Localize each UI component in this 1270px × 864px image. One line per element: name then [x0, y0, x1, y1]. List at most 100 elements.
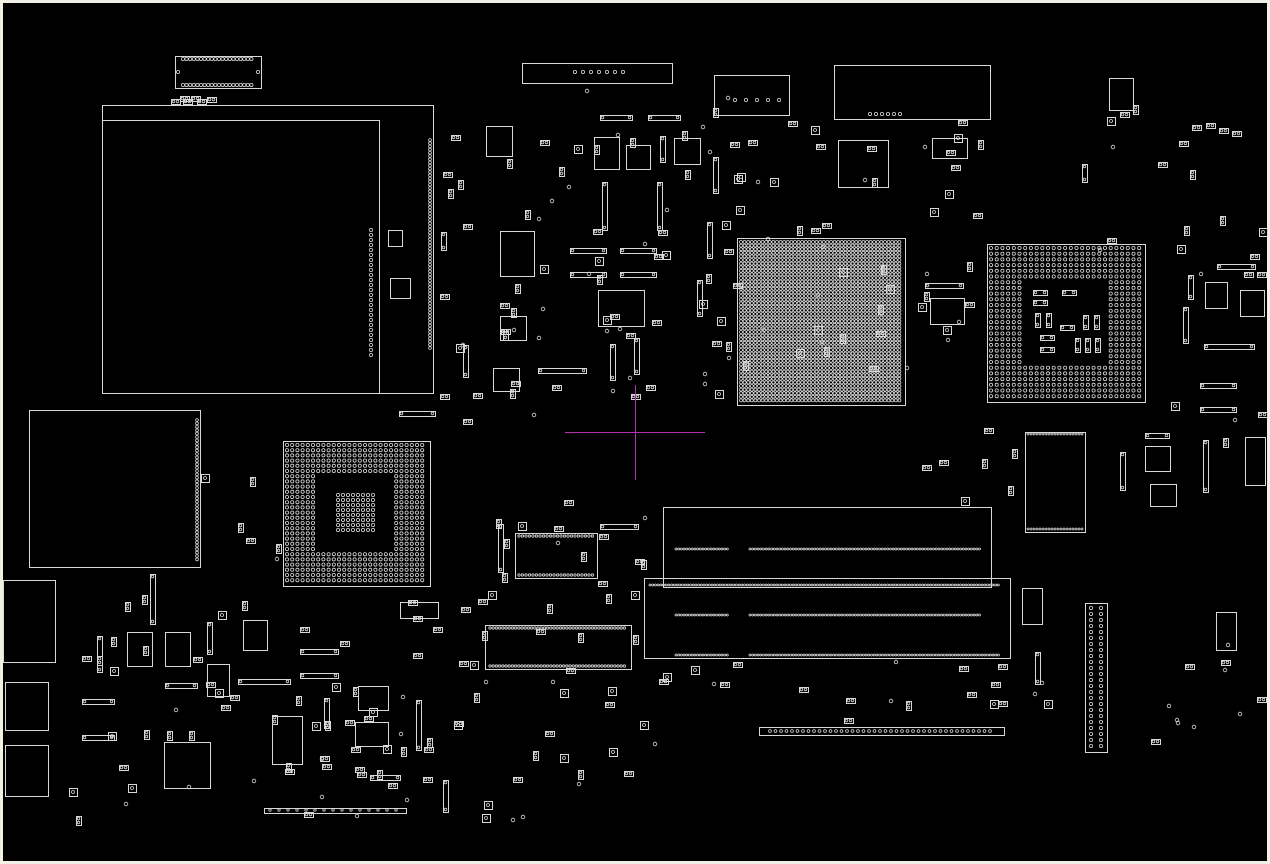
pin	[989, 314, 994, 319]
pin	[368, 468, 373, 473]
smd-component	[507, 159, 513, 169]
pin	[331, 442, 336, 447]
pin	[820, 144, 825, 149]
pin	[785, 279, 790, 284]
pin	[685, 174, 690, 179]
pin	[897, 326, 902, 331]
pin	[1046, 388, 1051, 393]
pin	[593, 664, 598, 668]
smd-component	[285, 769, 295, 775]
pin	[771, 312, 776, 316]
pin	[558, 626, 563, 630]
pin	[1108, 257, 1113, 262]
pin	[893, 294, 898, 298]
pin	[836, 337, 841, 342]
pin	[825, 308, 830, 313]
pin	[997, 653, 1000, 657]
pin	[355, 502, 360, 507]
pin	[825, 258, 830, 262]
pin	[365, 492, 370, 497]
pin	[399, 505, 404, 510]
pin	[811, 268, 815, 273]
pin	[388, 783, 393, 788]
pin	[811, 254, 815, 259]
pin	[409, 536, 414, 541]
pin	[789, 254, 794, 259]
pin	[352, 567, 357, 572]
pin	[886, 583, 889, 587]
pin	[843, 384, 848, 388]
pin	[284, 562, 289, 567]
pin	[1114, 257, 1119, 262]
pin	[825, 279, 830, 284]
pin	[764, 265, 769, 270]
pin	[840, 653, 844, 657]
pin	[1047, 432, 1051, 436]
pin	[893, 272, 898, 277]
pin	[972, 653, 976, 657]
pin	[764, 286, 769, 291]
pin	[857, 384, 862, 388]
pin	[803, 312, 808, 316]
pin	[796, 254, 801, 259]
pin	[886, 315, 891, 320]
pin	[875, 583, 879, 587]
pin	[707, 613, 710, 617]
pin	[1000, 257, 1005, 262]
pin	[401, 751, 406, 756]
pin	[800, 333, 805, 338]
pin	[883, 297, 887, 302]
pin	[1206, 123, 1211, 128]
pin	[792, 121, 797, 126]
smd-component	[201, 474, 210, 483]
pin	[821, 290, 826, 295]
pin	[785, 344, 790, 349]
pin	[310, 505, 315, 510]
pin	[864, 653, 868, 657]
pin	[875, 362, 880, 367]
pin	[1120, 251, 1125, 256]
smd-component	[545, 731, 555, 737]
pin	[872, 337, 877, 342]
smd-component	[939, 460, 949, 466]
pin	[803, 243, 808, 248]
smd-component	[648, 115, 681, 121]
pin	[926, 547, 930, 551]
pin	[980, 653, 984, 657]
pin	[420, 442, 425, 447]
pin	[197, 99, 202, 104]
pin	[942, 583, 946, 587]
pin	[335, 497, 340, 502]
pin	[785, 258, 790, 262]
pin	[1028, 377, 1033, 382]
smd-component	[743, 361, 749, 371]
pin	[861, 369, 866, 374]
pin	[295, 484, 300, 489]
pin	[994, 308, 999, 313]
pin	[428, 256, 432, 261]
pin	[1000, 263, 1005, 268]
pin	[857, 290, 862, 295]
pin	[861, 240, 866, 244]
pin	[654, 254, 659, 259]
pin	[1137, 285, 1142, 290]
pin	[82, 735, 87, 740]
pin	[943, 460, 948, 465]
pin	[760, 240, 765, 244]
pin	[753, 272, 758, 277]
pin	[507, 159, 512, 164]
pin	[350, 528, 355, 533]
pin	[491, 664, 495, 668]
smd-component	[513, 777, 523, 783]
pin	[797, 653, 800, 657]
pin	[310, 547, 315, 552]
pin	[850, 261, 855, 266]
pin	[857, 391, 862, 396]
pin	[1221, 660, 1226, 665]
pin	[760, 283, 765, 288]
pin	[1051, 251, 1056, 256]
pin	[847, 276, 851, 280]
pin	[690, 547, 694, 551]
